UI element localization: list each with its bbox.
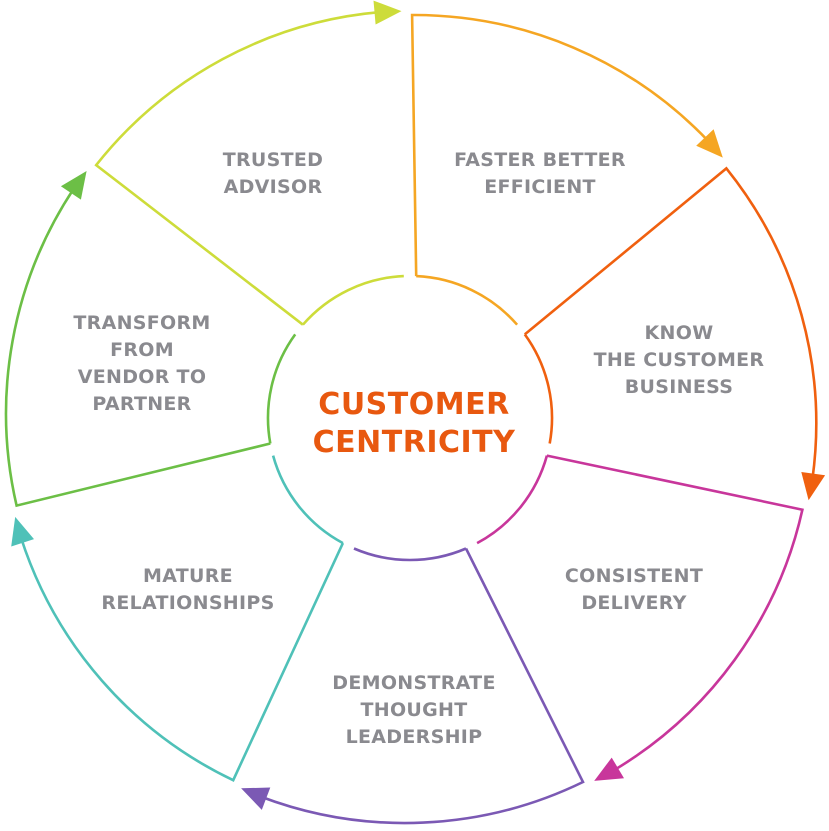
arrowhead-icon — [241, 787, 271, 810]
segment-outline-know-the-customer-business — [523, 166, 818, 480]
arrowhead-icon — [373, 0, 402, 25]
segment-outline-demonstrate-thought-leadership — [260, 547, 585, 825]
arrowhead-icon — [594, 757, 624, 781]
arrowhead-icon — [60, 171, 87, 200]
segment-outline-faster-better-efficient — [410, 13, 710, 326]
center-title-line2: CENTRICITY — [312, 425, 516, 460]
segment-outline-trusted-advisor — [94, 10, 404, 326]
segment-outline-transform-from-vendor-to-partner — [4, 187, 297, 508]
arrowhead-icon — [696, 129, 723, 158]
center-title-line1: CUSTOMER — [318, 387, 510, 422]
segment-outline-mature-relationships — [19, 455, 345, 782]
arrowhead-icon — [801, 472, 826, 501]
segment-outline-consistent-delivery — [476, 454, 804, 772]
arrowhead-icon — [11, 516, 34, 547]
